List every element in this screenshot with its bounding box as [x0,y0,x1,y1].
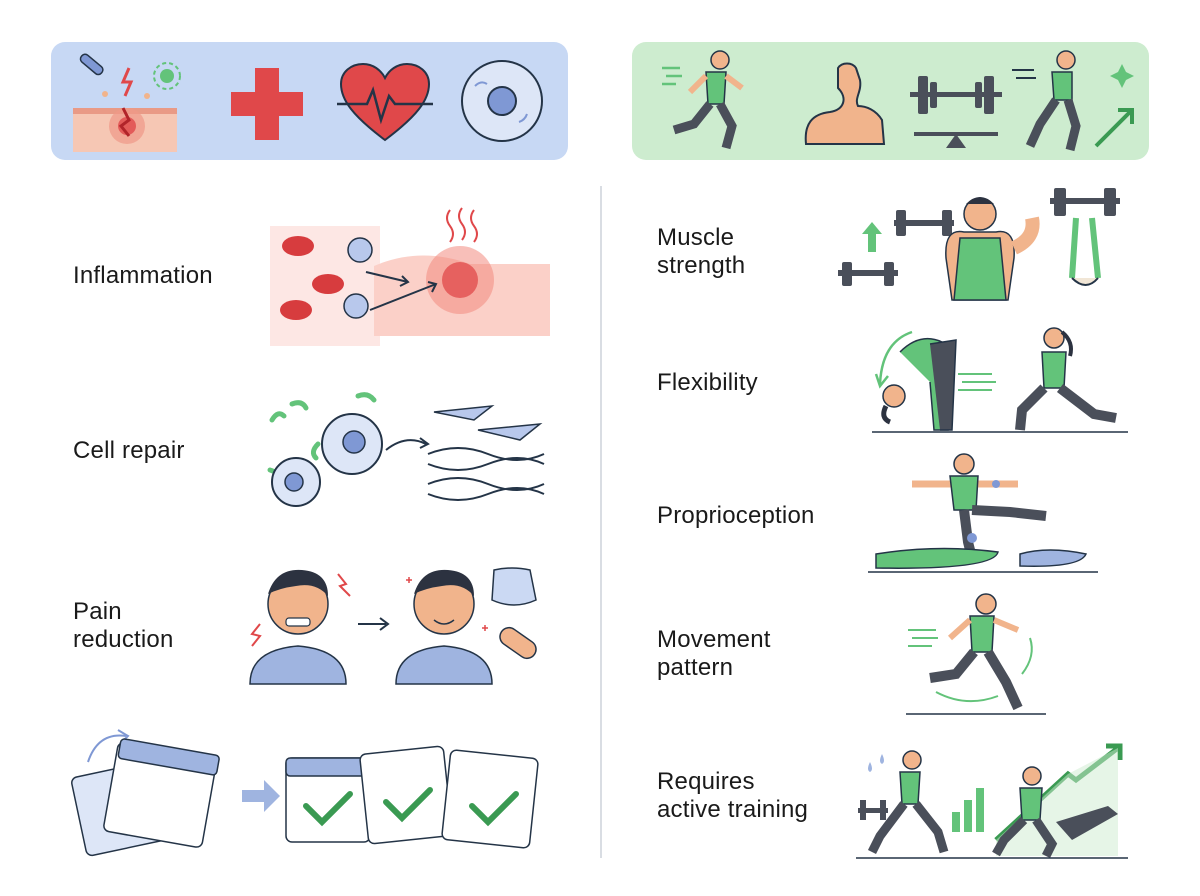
active-training-illustration [856,740,1128,860]
barbell-balance-icon [910,76,1002,148]
movement-pattern-label: Movement pattern [657,626,771,681]
cell-repair-illustration [262,384,552,514]
skin-injury-icon [73,53,181,152]
muscle-strength-illustration [836,188,1128,304]
proprioception-illustration [868,450,1098,576]
cell-icon [461,60,543,142]
movement-pattern-illustration [906,590,1046,716]
cell-repair-label: Cell repair [73,437,185,464]
right-banner [632,42,1149,160]
sprinter-progress-icon [1012,50,1134,152]
calendar-progress-illustration [71,728,550,858]
flexibility-label: Flexibility [657,369,758,396]
heart-pulse-icon [337,62,433,142]
muscle-strength-label: Muscle strength [657,224,746,279]
runner-icon [662,50,744,150]
left-banner [51,42,568,160]
medical-cross-icon [231,68,303,140]
pain-reduction-illustration [246,560,546,686]
inflammation-illustration [270,206,550,346]
flexed-arm-icon [804,62,886,145]
requires-active-training-label: Requires active training [657,768,809,823]
flexibility-illustration [872,322,1128,438]
pain-reduction-label: Pain reduction [73,598,174,653]
column-divider [600,186,602,858]
proprioception-label: Proprioception [657,502,815,529]
inflammation-label: Inflammation [73,262,213,289]
